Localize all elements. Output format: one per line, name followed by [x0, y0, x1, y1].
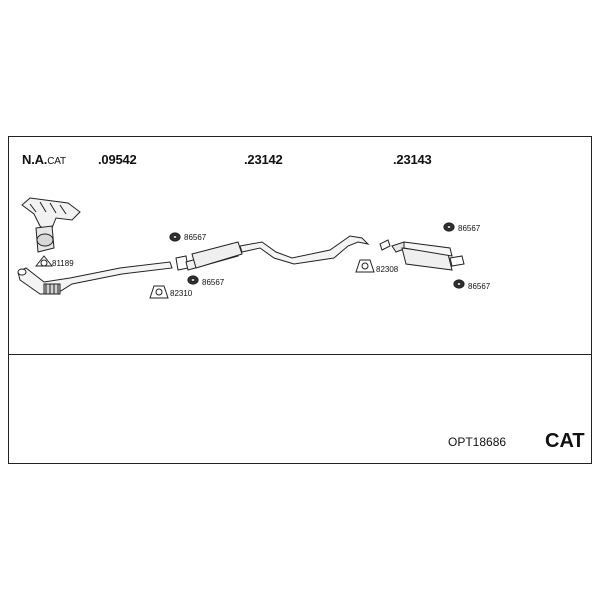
part-number-label: 86567	[202, 278, 225, 287]
code-rear-silencer: .23143	[393, 152, 432, 167]
middle-silencer-part	[185, 235, 370, 271]
frame-divider	[8, 354, 592, 355]
kit-code: OPT18686	[448, 435, 507, 449]
category-label: CAT	[545, 430, 585, 452]
code-middle-silencer: .23142	[244, 152, 283, 167]
rubber-mount-icon	[169, 232, 181, 242]
part-number-label: 82308	[376, 265, 399, 274]
rubber-mount-icon	[187, 275, 199, 285]
part-number-label: 82310	[170, 289, 193, 298]
rear-silencer-part	[391, 241, 465, 271]
clamp-icon	[149, 285, 169, 299]
part-number-label: 86567	[468, 282, 491, 291]
na-cat-label: N.A.CAT	[22, 152, 66, 167]
part-number-label: 86567	[184, 233, 207, 242]
front-pipe-part	[17, 261, 173, 295]
part-number-label: 86567	[458, 224, 481, 233]
connector-icon	[379, 239, 391, 251]
gasket-81189-part	[34, 255, 54, 267]
part-number-label: 81189	[52, 259, 74, 268]
rubber-mount-icon	[443, 222, 455, 232]
rubber-mount-icon	[453, 279, 465, 289]
code-front-pipe: .09542	[98, 152, 137, 167]
manifold-catalyst-part	[21, 197, 81, 253]
clamp-icon	[355, 259, 375, 273]
diagram-frame	[8, 136, 592, 464]
